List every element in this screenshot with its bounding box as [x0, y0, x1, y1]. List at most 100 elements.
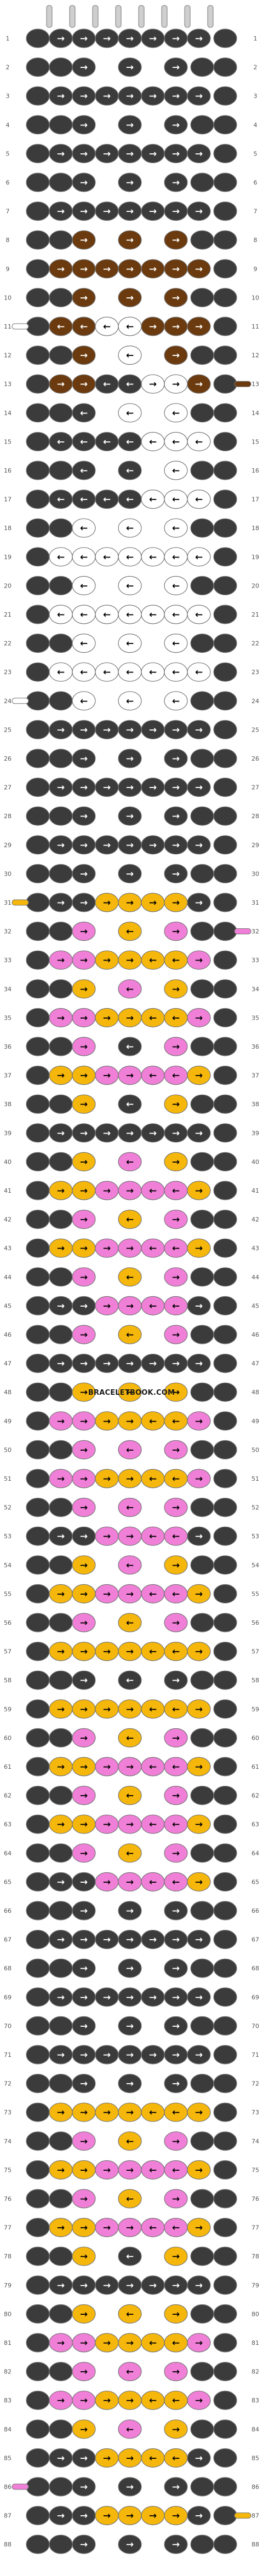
knot: [118, 547, 142, 567]
row-number-right: 37: [251, 1072, 259, 1079]
arrow-icon: ←: [195, 667, 203, 678]
arrow-icon: ←: [57, 667, 65, 678]
edge-knot: [26, 1642, 50, 1661]
arrow-icon: →: [126, 1186, 134, 1197]
arrow-icon: ←: [172, 1474, 180, 1485]
arrow-icon: ←: [126, 2367, 134, 2378]
row-number-right: 4: [254, 122, 258, 129]
knot: [72, 489, 96, 509]
edge-knot: [213, 403, 237, 423]
edge-knot: [190, 1613, 214, 1632]
arrow-icon: →: [103, 1647, 111, 1658]
arrow-icon: →: [126, 1243, 134, 1254]
edge-knot: [26, 115, 50, 135]
knot: [118, 2016, 142, 2036]
knot: [164, 2275, 188, 2295]
arrow-icon: ←: [126, 2251, 134, 2262]
arrow-icon: →: [103, 264, 111, 275]
edge-knot: [190, 1786, 214, 1806]
arrow-icon: ←: [149, 1474, 157, 1485]
edge-knot: [49, 2016, 73, 2036]
arrow-icon: →: [195, 1704, 203, 1715]
knot: [72, 518, 96, 538]
knot: [118, 1469, 142, 1488]
arrow-icon: →: [195, 898, 203, 909]
row-number-left: 13: [4, 381, 12, 388]
edge-knot: [49, 1843, 73, 1863]
knot: [118, 1613, 142, 1632]
row-number-left: 26: [4, 755, 12, 762]
row-number-right: 64: [251, 1850, 259, 1857]
arrow-icon: →: [57, 91, 65, 102]
row-number-left: 49: [4, 1418, 12, 1425]
row-number-left: 64: [4, 1850, 12, 1857]
row-number-right: 88: [251, 2541, 259, 2548]
arrow-icon: →: [57, 1186, 65, 1197]
row-number-right: 6: [254, 179, 258, 186]
edge-knot: [26, 2074, 50, 2094]
arrow-icon: →: [103, 148, 111, 159]
edge-knot: [26, 1613, 50, 1632]
arrow-icon: ←: [57, 495, 65, 505]
knot: [72, 1037, 96, 1056]
arrow-icon: ←: [172, 1647, 180, 1658]
edge-knot: [190, 2016, 214, 2036]
edge-knot: [190, 1958, 214, 1978]
edge-knot: [49, 633, 73, 653]
edge-knot: [190, 2304, 214, 2324]
arrow-icon: ←: [172, 1416, 180, 1427]
row-number-right: 9: [254, 266, 258, 273]
knot: [118, 2304, 142, 2324]
knot: [72, 143, 96, 163]
arrow-icon: →: [80, 2251, 88, 2262]
row-number-right: 42: [251, 1216, 259, 1223]
knot: [164, 317, 188, 336]
knot: [164, 1872, 188, 1891]
knot: [118, 1728, 142, 1747]
edge-knot: [213, 576, 237, 596]
row-number-right: 25: [251, 726, 259, 733]
knot: [164, 1469, 188, 1488]
knot: [164, 2419, 188, 2439]
knot: [164, 921, 188, 941]
edge-knot: [190, 518, 214, 538]
arrow-icon: →: [80, 1042, 88, 1053]
arrow-icon: →: [126, 206, 134, 217]
arrow-icon: →: [103, 1301, 111, 1312]
arrow-icon: →: [149, 1359, 157, 1370]
row-number-right: 65: [251, 1878, 259, 1885]
edge-knot: [26, 57, 50, 77]
arrow-icon: ←: [126, 495, 134, 505]
edge-knot: [213, 691, 237, 711]
arrow-icon: →: [57, 725, 65, 735]
arrow-icon: →: [57, 1935, 65, 1946]
arrow-icon: ←: [149, 436, 157, 447]
knot: [164, 950, 188, 970]
arrow-icon: →: [80, 2482, 88, 2493]
row-number-left: 87: [4, 2512, 12, 2520]
edge-knot: [213, 2102, 237, 2122]
knot: [164, 2074, 188, 2094]
edge-knot: [49, 1670, 73, 1690]
arrow-icon: ←: [172, 955, 180, 966]
edge-knot: [26, 2275, 50, 2295]
arrow-icon: ←: [126, 927, 134, 938]
knot: [118, 2131, 142, 2151]
arrow-icon: ←: [149, 495, 157, 505]
arrow-icon: ←: [80, 523, 88, 534]
arrow-icon: →: [172, 725, 180, 735]
arrow-icon: →: [103, 840, 111, 851]
arrow-icon: ←: [80, 667, 88, 678]
arrow-icon: ←: [126, 1042, 134, 1053]
edge-knot: [26, 1584, 50, 1603]
edge-knot: [26, 1181, 50, 1200]
edge-knot: [213, 115, 237, 135]
arrow-icon: →: [57, 1416, 65, 1427]
arrow-icon: →: [172, 264, 180, 275]
knot: [72, 2102, 96, 2122]
row-number-left: 12: [4, 352, 12, 359]
arrow-icon: →: [103, 1762, 111, 1773]
knot: [164, 1814, 188, 1834]
knot: [72, 1699, 96, 1719]
row-number-right: 35: [251, 1014, 259, 1021]
